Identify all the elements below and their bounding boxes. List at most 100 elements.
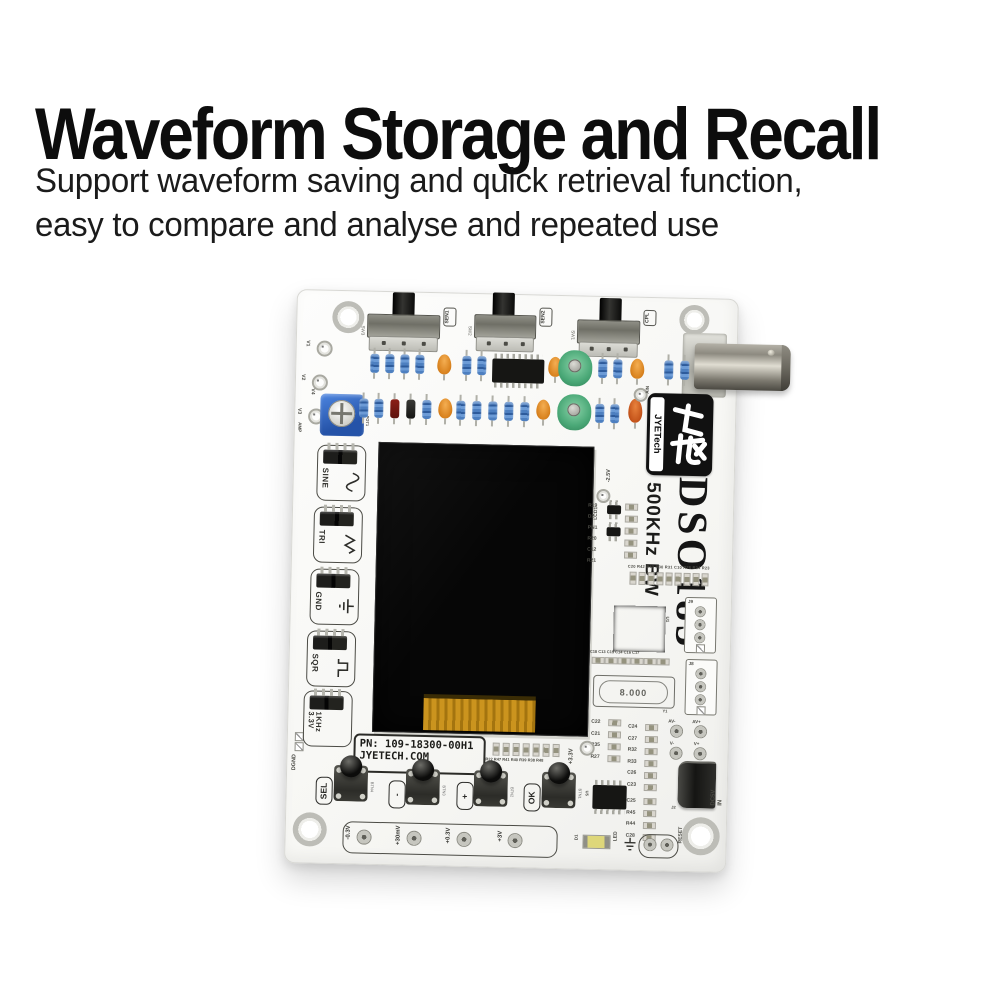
resistor (477, 356, 487, 376)
switch-ref: SW3 (360, 325, 366, 336)
silk-right-column-2: C25 R45 R44 C28 (625, 797, 636, 839)
resistor (664, 360, 674, 380)
plus-button (473, 770, 509, 807)
slide-switch-sen1 (366, 292, 441, 353)
jumper-label: TRI (317, 529, 327, 545)
resistor (610, 404, 620, 424)
resistor (415, 354, 425, 374)
triangle-wave-icon (343, 534, 356, 554)
silk-mid-column: R19 D2 PN1 R20 C12 R21 (586, 502, 598, 564)
pin-header (316, 573, 351, 589)
reset-label: RESET (677, 826, 684, 844)
led-d1 (582, 834, 611, 850)
resistor (680, 360, 690, 380)
trimmer-capacitor (557, 349, 593, 387)
j2-ref: J2 (671, 804, 676, 810)
silk-right-column: C24 C27 R32 R33 C26 C23 (626, 723, 638, 788)
jumper-block-sqr: SQR (305, 630, 357, 688)
voltage-pad-label: +30mV (395, 825, 402, 846)
capacitor (437, 354, 452, 375)
neg25-label: -2.5V (605, 469, 612, 483)
resistor (370, 353, 380, 373)
jumper-block-gnd: GND (309, 568, 360, 626)
dgnd-label: DGND (291, 753, 298, 771)
flex-cable (423, 693, 536, 733)
sot23-transistor (606, 505, 622, 515)
page-title: Waveform Storage and Recall (35, 93, 882, 175)
jumper-label: GND (313, 591, 324, 611)
minus-button (405, 768, 441, 806)
silk-mcu-row: C18 C13 C15 C14 C16 C17 (589, 648, 640, 655)
sel-button (333, 764, 369, 802)
capacitor (628, 398, 643, 423)
v-pad (693, 747, 707, 761)
jyetech-logo: JYETech (645, 392, 714, 477)
resistor (374, 398, 384, 418)
opamp-ic (491, 358, 545, 384)
resistor (385, 354, 395, 374)
pot-amp-label: AMP (297, 422, 303, 433)
voltage-pad-label: -0.3V (345, 825, 352, 840)
switch-label-cpl: CPL (643, 309, 657, 327)
plus-button-label: + (456, 781, 474, 811)
resistor (472, 401, 482, 421)
jumper-label: SINE (320, 467, 330, 489)
mounting-hole (681, 816, 721, 856)
testpoint-label: V4 (309, 388, 316, 395)
ok-button-label: OK (523, 783, 541, 812)
sine-wave-icon (345, 472, 360, 493)
resistor (456, 400, 466, 420)
av-pad (669, 724, 684, 738)
testpoint-label: V1 (304, 340, 311, 347)
v33-label: +3.3V (568, 748, 575, 765)
resistor (400, 354, 410, 374)
resistor (359, 398, 369, 418)
pad-label: AV+ (692, 719, 701, 725)
diode (390, 399, 400, 419)
jyetech-logo-glyph (670, 403, 708, 465)
ain-label: AIN (644, 385, 650, 394)
capacitor (630, 358, 645, 379)
pad-label: V+ (693, 741, 700, 747)
jumper-label: SQR (310, 653, 320, 673)
testpoint-label: V3 (296, 408, 303, 415)
sel-button-label: SEL (315, 776, 333, 805)
capacitor (536, 399, 551, 420)
tft-screen (371, 441, 595, 737)
ground-icon (338, 599, 354, 614)
switch-label-sen2: SEN2 (539, 307, 553, 327)
jumper-block-sine: SINE (316, 444, 367, 502)
d1-ref: D1 (573, 834, 579, 841)
pcb-board: SEN1 SEN2 CPL SW3 SW2 SW1 V1 V2 V3 V4 AM… (283, 289, 791, 873)
resistor (422, 399, 432, 420)
trimmer-potentiometer (319, 393, 365, 437)
u5-ref: U5 (584, 790, 590, 796)
crystal-ref: Y1 (662, 708, 668, 714)
subtitle-line-2: easy to compare and analyse and repeated… (35, 206, 719, 244)
pot-dial (327, 399, 356, 428)
voltage-pad-label: +0.3V (445, 827, 452, 844)
testpoint-v1 (316, 340, 333, 357)
voltage-pad-label: +3V (497, 830, 504, 842)
mcu-ref: U1 (665, 616, 671, 623)
resistor (520, 402, 530, 422)
testpoint-label: V2 (299, 374, 307, 381)
pin-header (319, 511, 354, 527)
crystal-8mhz: 8.000 (598, 679, 669, 705)
dgnd-pad (294, 742, 304, 752)
resistor (613, 359, 623, 379)
bnc-connector (693, 343, 791, 392)
sot23-transistor (606, 527, 621, 537)
jumper-block-1khz: 1KHz 3.3V (302, 690, 353, 748)
silk-left-column: C22 C21 R35 R27 (590, 718, 601, 760)
header-j9: J9 (683, 596, 718, 654)
jumper-block-tri: TRI (312, 506, 364, 564)
resistor (504, 401, 514, 421)
capacitor (438, 398, 453, 419)
slide-switch-sen2 (473, 292, 537, 353)
ok-button (541, 771, 577, 809)
jumper-label: 1KHz 3.3V (306, 711, 324, 733)
regulator-u5 (592, 784, 627, 810)
av-pad (693, 725, 708, 739)
switch-label-sen1: SEN1 (443, 307, 457, 327)
